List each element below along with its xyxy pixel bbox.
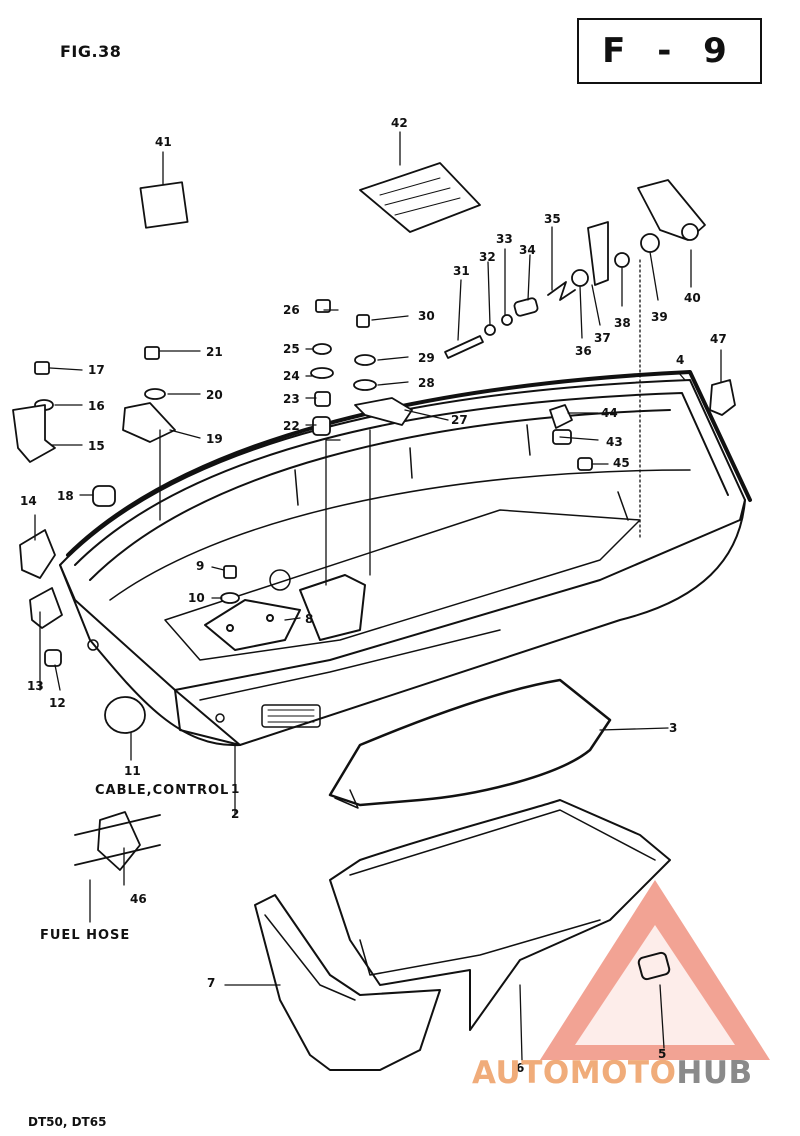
- callout-30: 30: [418, 309, 435, 323]
- callout-18: 18: [57, 489, 74, 503]
- callout-44: 44: [601, 406, 618, 420]
- callout-39: 39: [651, 310, 668, 324]
- figure-code-box: F - 9: [577, 18, 762, 84]
- gasket-tab: [334, 789, 359, 809]
- callout-10: 10: [188, 591, 205, 605]
- callout-13: 13: [27, 679, 44, 693]
- callout-31: 31: [453, 264, 470, 278]
- callout-3: 3: [669, 721, 678, 735]
- callout-8: 8: [305, 612, 314, 626]
- callout-21: 21: [206, 345, 223, 359]
- callout-47: 47: [710, 332, 727, 346]
- callout-37: 37: [594, 331, 611, 345]
- watermark-part-1: AUTO: [472, 1055, 570, 1091]
- watermark-part-2: MOTO: [569, 1055, 677, 1091]
- callout-45: 45: [613, 456, 630, 470]
- callout-5: 5: [658, 1047, 667, 1061]
- side-cover-7: [254, 894, 441, 1071]
- callout-23: 23: [283, 392, 300, 406]
- callout-42: 42: [391, 116, 408, 130]
- callout-27: 27: [451, 413, 468, 427]
- callout-43: 43: [606, 435, 623, 449]
- callout-2: 2: [231, 807, 240, 821]
- callout-1: 1: [231, 782, 240, 796]
- leader-lines: [34, 131, 722, 1061]
- callout-36: 36: [575, 344, 592, 358]
- callout-29: 29: [418, 351, 435, 365]
- callout-17: 17: [88, 363, 105, 377]
- callout-14: 14: [20, 494, 37, 508]
- callout-32: 32: [479, 250, 496, 264]
- callout-25: 25: [283, 342, 300, 356]
- seal-4: [66, 370, 752, 557]
- callout-19: 19: [206, 432, 223, 446]
- callout-34: 34: [519, 243, 536, 257]
- watermark-part-3: HUB: [676, 1055, 753, 1091]
- callout-16: 16: [88, 399, 105, 413]
- callout-24: 24: [283, 369, 300, 383]
- plate-8: [204, 574, 366, 651]
- callout-12: 12: [49, 696, 66, 710]
- callout-33: 33: [496, 232, 513, 246]
- fuel-hose-caption: FUEL HOSE: [40, 928, 131, 943]
- callout-4: 4: [676, 353, 685, 367]
- callout-20: 20: [206, 388, 223, 402]
- bottom-cowling: [59, 379, 746, 747]
- model-caption: DT50, DT65: [28, 1115, 107, 1129]
- callout-46: 46: [130, 892, 147, 906]
- lower-cowling-6: [329, 799, 671, 1031]
- callout-28: 28: [418, 376, 435, 390]
- callout-15: 15: [88, 439, 105, 453]
- small-parts: [12, 162, 736, 871]
- callout-40: 40: [684, 291, 701, 305]
- callout-22: 22: [283, 419, 300, 433]
- figure-number: FIG.38: [60, 42, 122, 61]
- callout-11: 11: [124, 764, 141, 778]
- callout-41: 41: [155, 135, 172, 149]
- watermark-logo: AUTOMOTOHUB: [472, 1055, 753, 1091]
- callout-35: 35: [544, 212, 561, 226]
- callout-26: 26: [283, 303, 300, 317]
- callout-6: 6: [516, 1061, 525, 1075]
- callout-9: 9: [196, 559, 205, 573]
- gasket-3: [328, 678, 612, 807]
- callout-7: 7: [207, 976, 216, 990]
- callout-38: 38: [614, 316, 631, 330]
- cable-control-caption: CABLE,CONTROL: [95, 783, 230, 798]
- watermark-triangle: [540, 880, 770, 1060]
